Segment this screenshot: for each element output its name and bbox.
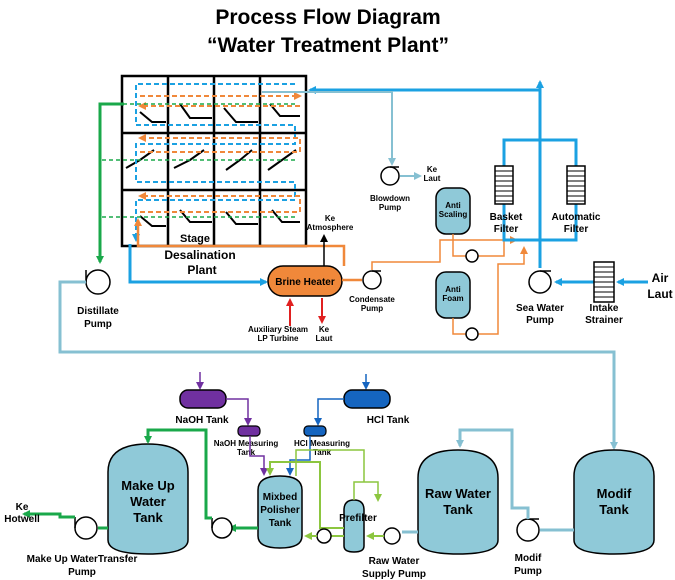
blowdown-ke-laut-1: Ke [427, 165, 438, 174]
raw-water-tank-label-2: Tank [443, 502, 473, 517]
ke-laut-brine-1: Ke [319, 325, 330, 334]
mixbed-label-1: Mixbed [263, 492, 297, 503]
make-up-transfer-pump[interactable] [74, 516, 98, 540]
ke-atmosphere-2: Atmosphere [307, 223, 354, 232]
distillate-pump[interactable] [85, 269, 111, 295]
distillate-pump-label-1: Distillate [77, 306, 119, 317]
anti-scaling-label-2: Scaling [439, 210, 468, 219]
basket-filter [494, 165, 514, 205]
title-line-2: “Water Treatment Plant” [207, 34, 449, 57]
sea-water-pump-label-2: Pump [526, 315, 554, 326]
anti-foam-label-1: Anti [445, 285, 461, 294]
make-up-transfer-label-2: Pump [68, 567, 96, 578]
ke-laut-brine-2: Laut [316, 334, 333, 343]
brine-heater-label: Brine Heater [275, 277, 335, 288]
hcl-tank [343, 389, 391, 409]
condensate-pump-label-1: Condensate [349, 295, 395, 304]
anti-foam-label-2: Foam [442, 294, 463, 303]
mixbed-polisher-tank: Mixbed Polisher Tank [257, 475, 303, 549]
prefilter-label: Prefilter [339, 513, 377, 524]
naoh-measuring-label-2: Tank [237, 448, 256, 457]
title-line-1: Process Flow Diagram [215, 6, 440, 29]
anti-scaling-dosing-pump[interactable] [465, 249, 479, 263]
desalination-label: Desalination [164, 248, 235, 262]
raw-water-tank: Raw Water Tank [417, 449, 499, 555]
blowdown-ke-laut-2: Laut [424, 174, 441, 183]
modif-pump[interactable] [516, 518, 540, 542]
make-up-tank-label-1: Make Up [121, 478, 175, 493]
raw-water-tank-label-1: Raw Water [425, 486, 491, 501]
raw-water-supply-label-2: Supply Pump [362, 569, 426, 580]
hcl-measuring-tank [303, 425, 327, 437]
modif-tank-label-1: Modif [597, 486, 632, 501]
mixbed-transfer-pump[interactable] [211, 517, 233, 539]
mixbed-label-2: Polisher [260, 505, 300, 516]
naoh-tank [179, 389, 227, 409]
hcl-tank-label: HCl Tank [367, 415, 410, 426]
sea-water-pump[interactable] [528, 270, 552, 294]
plant-label: Plant [187, 263, 216, 277]
raw-water-supply-pump[interactable] [383, 527, 401, 545]
anti-foam-dosing-pump[interactable] [465, 327, 479, 341]
ke-hotwell-label-2: Hotwell [4, 514, 40, 525]
blowdown-pump[interactable] [380, 166, 400, 186]
sea-water-pump-label-1: Sea Water [516, 303, 564, 314]
prefilter-vessel [343, 499, 365, 553]
basket-filter-label-2: Filter [494, 224, 519, 235]
aux-steam-label-2: LP Turbine [257, 334, 299, 343]
condensate-pump[interactable] [362, 270, 382, 290]
aux-steam-label-1: Auxiliary Steam [248, 325, 308, 334]
anti-scaling-tank: Anti Scaling [435, 187, 471, 235]
make-up-tank-label-3: Tank [133, 510, 163, 525]
stage-label: Stage [180, 233, 210, 245]
basket-filter-label-1: Basket [490, 212, 523, 223]
modif-tank: Modif Tank [573, 449, 655, 555]
brine-heater: Brine Heater [267, 265, 343, 297]
raw-water-supply-label-1: Raw Water [369, 556, 420, 567]
blowdown-pump-label-2: Pump [379, 203, 401, 212]
make-up-tank-label-2: Water [130, 494, 166, 509]
air-laut-label-1: Air [652, 271, 669, 285]
hcl-measuring-label-2: Tank [313, 448, 332, 457]
air-laut-label-2: Laut [647, 287, 672, 301]
automatic-filter [566, 165, 586, 205]
intake-strainer-label-2: Strainer [585, 315, 623, 326]
ke-hotwell-label-1: Ke [16, 502, 29, 513]
anti-scaling-label-1: Anti [445, 201, 461, 210]
mixbed-label-3: Tank [269, 518, 292, 529]
intake-strainer-label-1: Intake [590, 303, 619, 314]
make-up-water-tank: Make Up Water Tank [107, 443, 189, 555]
ke-atmosphere-1: Ke [325, 214, 336, 223]
naoh-tank-label: NaOH Tank [175, 415, 229, 426]
blowdown-pump-label-1: Blowdown [370, 194, 410, 203]
hcl-measuring-label-1: HCl Measuring [294, 439, 350, 448]
modif-tank-label-2: Tank [599, 502, 629, 517]
make-up-transfer-label-1: Make Up WaterTransfer [27, 554, 138, 565]
modif-pump-label-2: Pump [514, 566, 542, 577]
condensate-pump-label-2: Pump [361, 304, 383, 313]
automatic-filter-label-2: Filter [564, 224, 589, 235]
prefilter-pump[interactable] [316, 528, 332, 544]
distillate-pump-label-2: Pump [84, 319, 112, 330]
desalination-plant-grid [102, 74, 308, 248]
intake-strainer [593, 261, 615, 303]
naoh-measuring-label-1: NaOH Measuring [214, 439, 279, 448]
automatic-filter-label-1: Automatic [552, 212, 601, 223]
naoh-measuring-tank [237, 425, 261, 437]
modif-pump-label-1: Modif [515, 553, 542, 564]
anti-foam-tank: Anti Foam [435, 271, 471, 319]
